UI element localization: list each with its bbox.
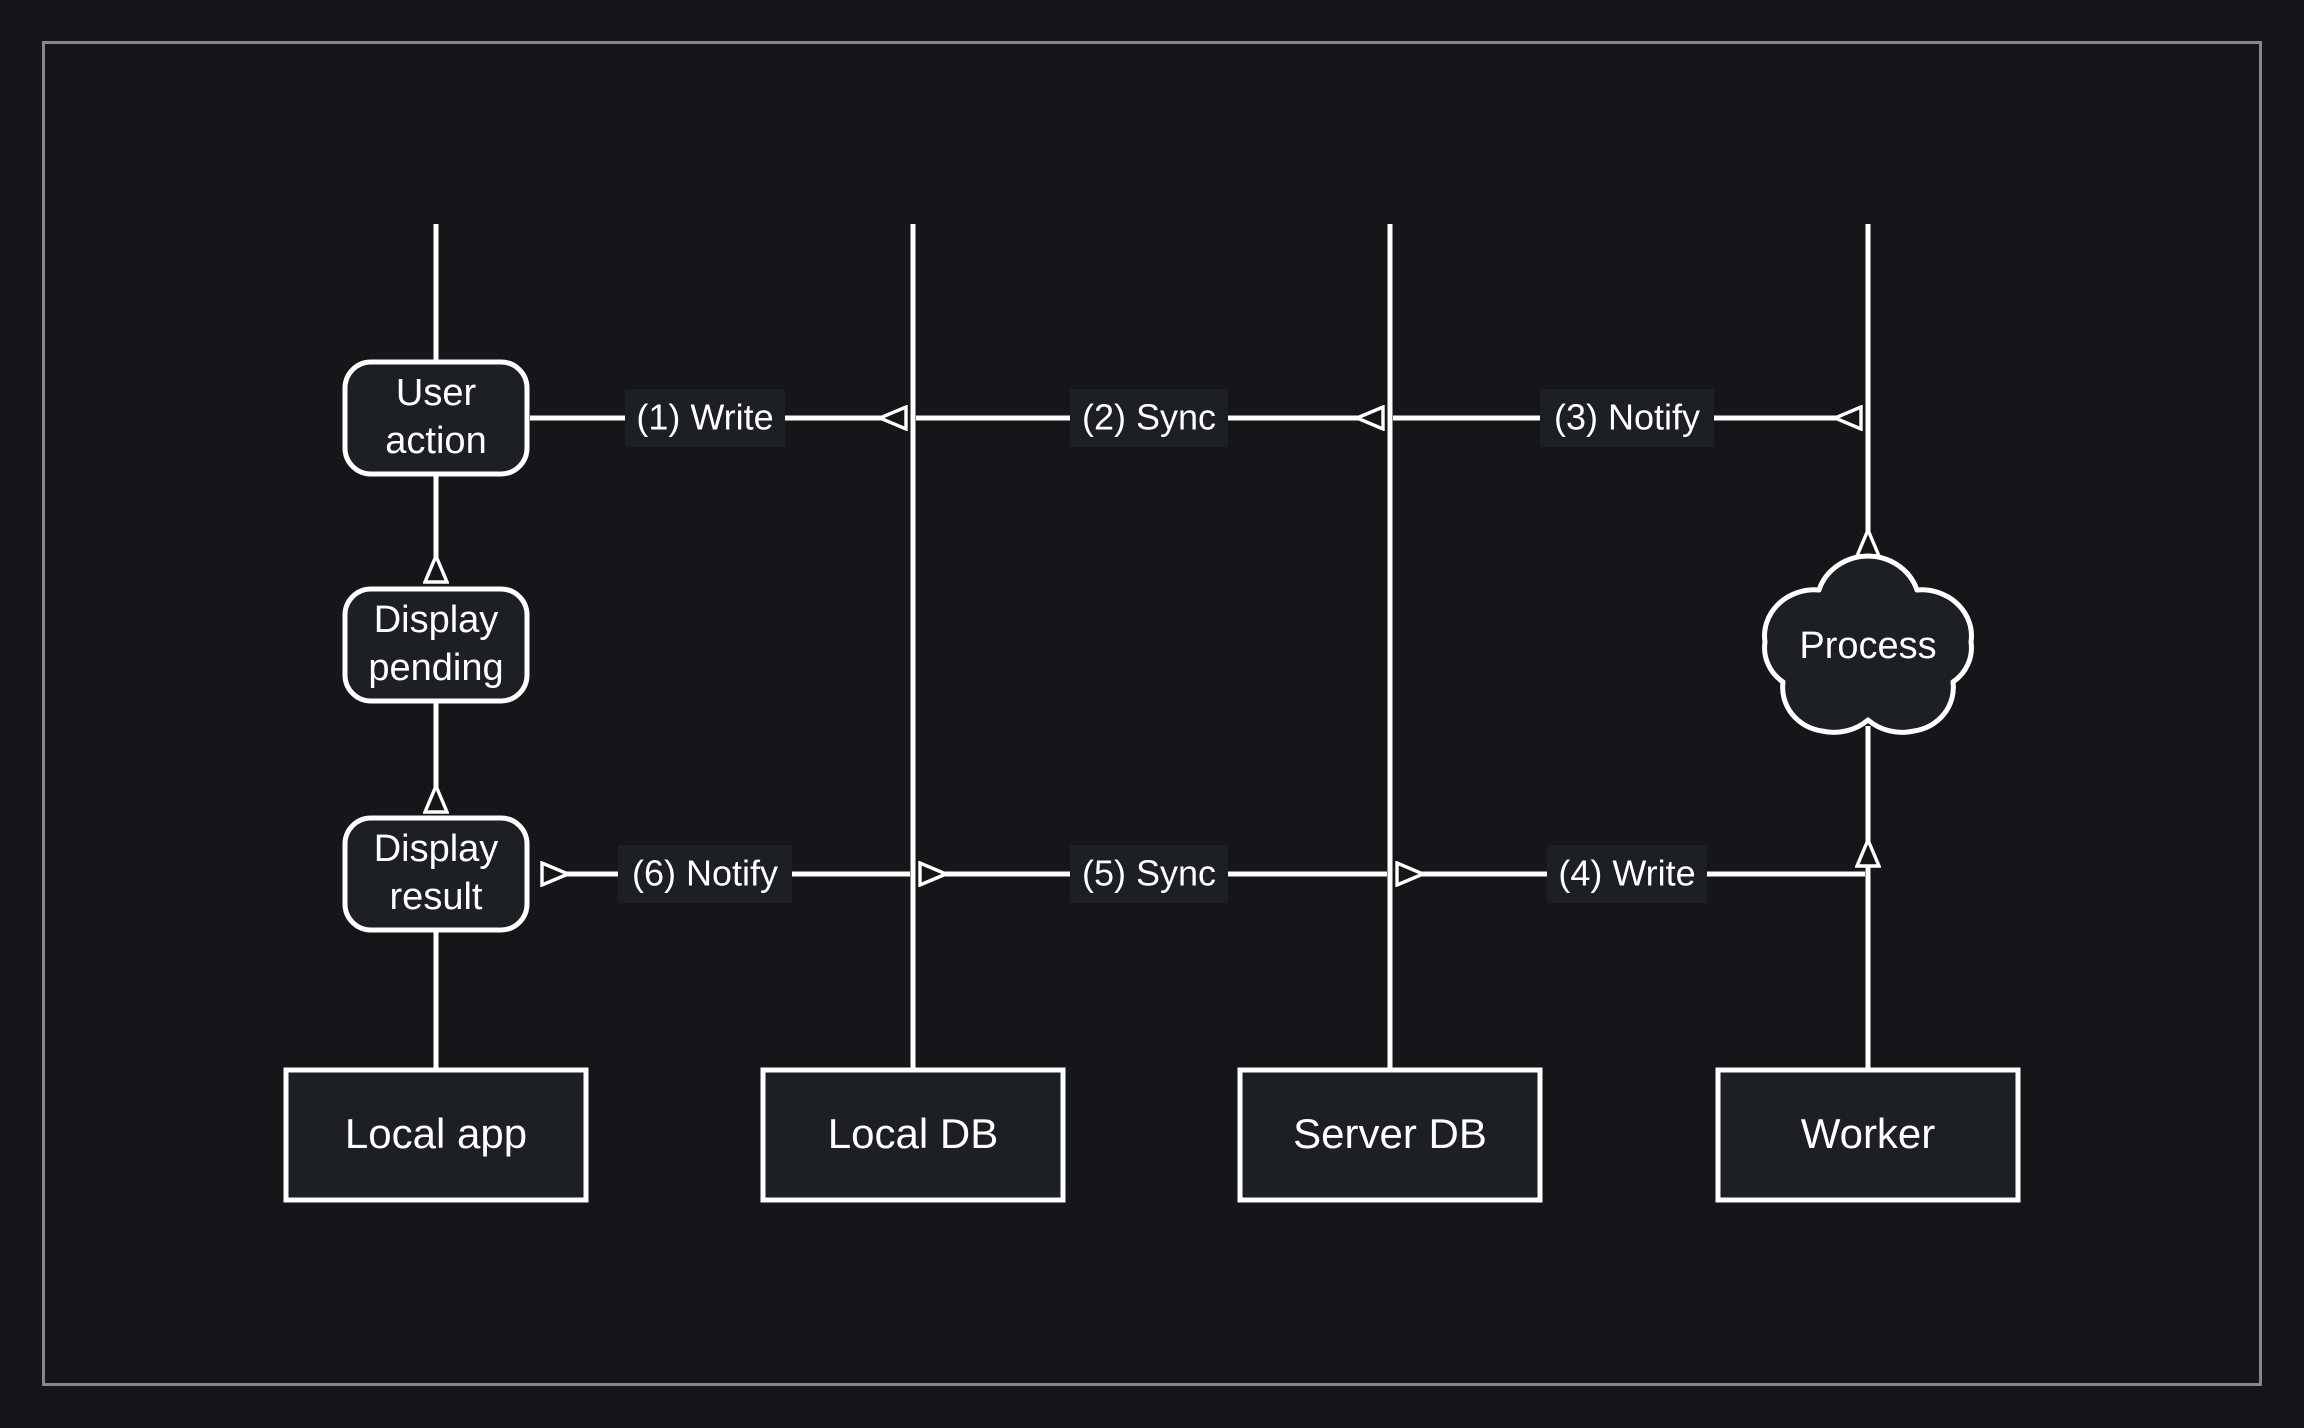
edge-label-5-sync-text: (5) Sync (1082, 853, 1216, 894)
edge-label-1-write-text: (1) Write (636, 397, 773, 438)
node-display-result-label-line2: result (390, 876, 483, 918)
edge-label-6-notify: (6) Notify (618, 845, 792, 903)
edge-label-1-write-chip (625, 389, 785, 447)
node-display-pending-label-line2: pending (368, 647, 503, 689)
edge-label-4-write-text: (4) Write (1558, 853, 1695, 894)
participant-worker-label: Worker (1801, 1110, 1936, 1157)
node-user-action-label-line2: action (385, 420, 486, 462)
node-display-pending-shape[interactable] (342, 586, 530, 704)
node-display-result-label-line1: Display (374, 828, 499, 870)
node-display-pending[interactable]: Display pending (342, 586, 530, 704)
edge-label-2-sync-text: (2) Sync (1082, 397, 1216, 438)
lifelines-group (433, 224, 1871, 1070)
node-user-action[interactable]: User action (342, 359, 530, 477)
edge-label-5-sync-chip (1070, 845, 1228, 903)
participant-local-db-label: Local DB (828, 1110, 998, 1157)
participant-server-db-label: Server DB (1293, 1110, 1487, 1157)
node-user-action-shape[interactable] (342, 359, 530, 477)
node-display-result[interactable]: Display result (342, 815, 530, 933)
edge-label-4-write-chip (1547, 845, 1707, 903)
participant-local-db[interactable]: Local DB (760, 1067, 1066, 1203)
edge-label-6-notify-text: (6) Notify (632, 853, 778, 894)
edge-label-2-sync-chip (1070, 389, 1228, 447)
node-display-result-shape[interactable] (342, 815, 530, 933)
edge-label-5-sync: (5) Sync (1070, 845, 1228, 903)
node-display-pending-label-line1: Display (374, 599, 499, 641)
node-process[interactable]: Process (1762, 553, 1974, 735)
node-user-action-label-line1: User (396, 372, 477, 414)
participant-worker[interactable]: Worker (1715, 1067, 2021, 1203)
node-process-label: Process (1799, 625, 1936, 667)
participant-local-db-box[interactable] (760, 1067, 1066, 1203)
edge-label-3-notify-text: (3) Notify (1554, 397, 1700, 438)
edge-label-3-notify: (3) Notify (1540, 389, 1714, 447)
participant-worker-box[interactable] (1715, 1067, 2021, 1203)
participant-local-app-box[interactable] (283, 1067, 589, 1203)
node-process-cloud-shape[interactable] (1762, 553, 1974, 735)
participant-server-db[interactable]: Server DB (1237, 1067, 1543, 1203)
edge-label-6-notify-chip (618, 845, 792, 903)
edge-label-1-write: (1) Write (625, 389, 785, 447)
participant-local-app-label: Local app (345, 1110, 527, 1157)
edge-label-3-notify-chip (1540, 389, 1714, 447)
edge-label-2-sync: (2) Sync (1070, 389, 1228, 447)
participant-local-app[interactable]: Local app (283, 1067, 589, 1203)
edge-label-4-write: (4) Write (1547, 845, 1707, 903)
participant-server-db-box[interactable] (1237, 1067, 1543, 1203)
